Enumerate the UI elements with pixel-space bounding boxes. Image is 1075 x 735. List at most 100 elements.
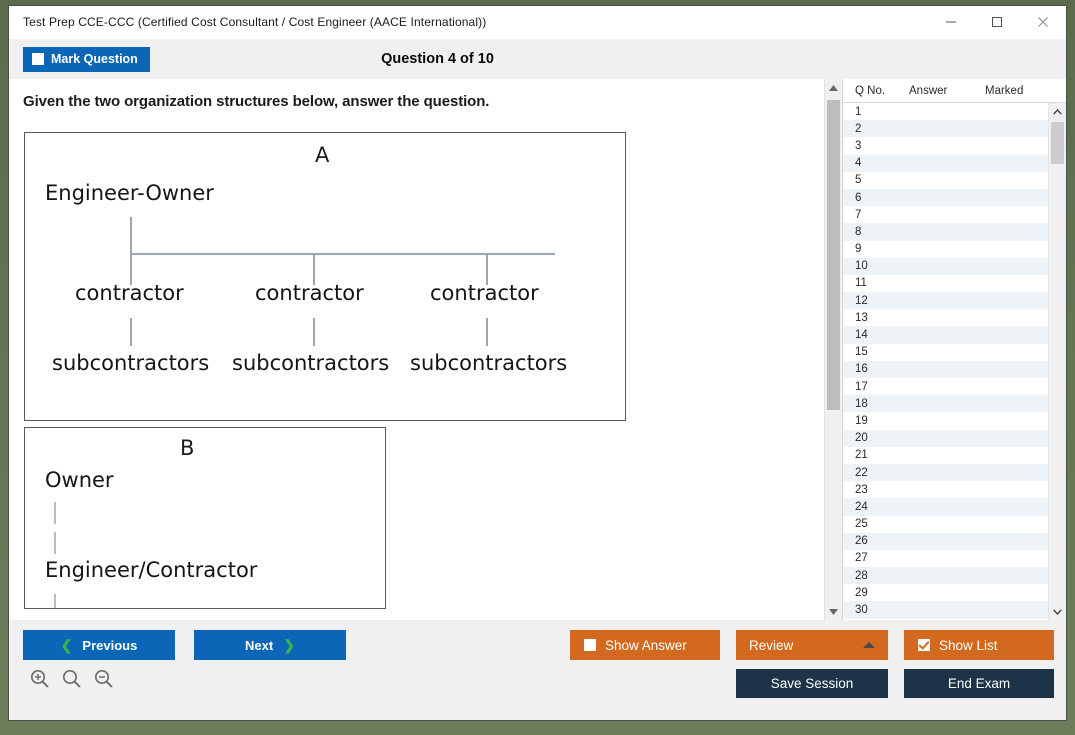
end-exam-label: End Exam bbox=[947, 676, 1011, 691]
table-row[interactable]: 29 bbox=[843, 584, 1048, 601]
review-dropdown[interactable]: Review bbox=[736, 630, 888, 660]
diagram-b-link-2 bbox=[54, 532, 56, 554]
cell-qno: 22 bbox=[855, 466, 868, 479]
table-row[interactable]: 8 bbox=[843, 223, 1048, 241]
cell-qno: 3 bbox=[855, 139, 862, 152]
caret-up-icon bbox=[863, 642, 875, 648]
body-split: Given the two organization structures be… bbox=[9, 79, 1066, 620]
table-row[interactable]: 25 bbox=[843, 516, 1048, 533]
minimize-button[interactable] bbox=[928, 6, 974, 38]
cell-qno: 14 bbox=[855, 329, 868, 342]
table-row[interactable]: 19 bbox=[843, 412, 1048, 429]
chevron-right-icon: ❯ bbox=[283, 637, 295, 653]
cell-qno: 26 bbox=[855, 535, 868, 548]
question-prompt: Given the two organization structures be… bbox=[23, 93, 490, 110]
table-row[interactable]: 10 bbox=[843, 257, 1048, 275]
list-scroll-thumb[interactable] bbox=[1051, 122, 1064, 164]
cell-qno: 11 bbox=[855, 277, 867, 290]
zoom-in-icon[interactable] bbox=[29, 668, 51, 690]
table-row[interactable]: 22 bbox=[843, 463, 1048, 482]
content-scroll-down-button[interactable] bbox=[825, 603, 842, 620]
table-row[interactable]: 14 bbox=[843, 326, 1048, 344]
table-row[interactable]: 18 bbox=[843, 395, 1048, 413]
table-row[interactable]: 23 bbox=[843, 481, 1048, 498]
chevron-up-icon bbox=[829, 84, 838, 91]
table-row[interactable]: 26 bbox=[843, 532, 1048, 550]
table-row[interactable]: 12 bbox=[843, 292, 1048, 310]
maximize-button[interactable] bbox=[974, 6, 1020, 38]
cell-qno: 12 bbox=[855, 294, 868, 307]
previous-button[interactable]: ❮ Previous bbox=[23, 630, 175, 660]
list-scroll-down-button[interactable] bbox=[1049, 603, 1066, 620]
mark-question-label: Mark Question bbox=[51, 52, 138, 66]
show-answer-checkbox-icon bbox=[584, 639, 596, 651]
content-scroll-track[interactable] bbox=[825, 96, 842, 603]
diagram-a-subdrop-1 bbox=[130, 318, 132, 346]
list-scroll-track[interactable] bbox=[1049, 120, 1066, 603]
show-answer-button[interactable]: Show Answer bbox=[570, 630, 720, 660]
table-row[interactable]: 4 bbox=[843, 154, 1048, 172]
table-row[interactable]: 13 bbox=[843, 309, 1048, 326]
mark-question-checkbox-icon bbox=[32, 53, 44, 65]
diagram-a-letter: A bbox=[315, 143, 330, 167]
table-row[interactable]: 28 bbox=[843, 567, 1048, 585]
toolbar: Mark Question Question 4 of 10 bbox=[9, 39, 1066, 79]
table-row[interactable]: 3 bbox=[843, 137, 1048, 154]
content-scrollbar[interactable] bbox=[824, 79, 842, 620]
cell-qno: 2 bbox=[855, 122, 862, 135]
table-row[interactable]: 24 bbox=[843, 498, 1048, 516]
table-row[interactable]: 9 bbox=[843, 241, 1048, 258]
table-row[interactable]: 20 bbox=[843, 429, 1048, 447]
diagram-a-grandchild-2: subcontractors bbox=[232, 351, 390, 375]
diagram-a-trunk-line bbox=[130, 217, 132, 255]
zoom-reset-icon[interactable] bbox=[61, 668, 83, 690]
show-list-button[interactable]: Show List bbox=[904, 630, 1054, 660]
question-list-scrollbar[interactable] bbox=[1048, 103, 1066, 620]
cell-qno: 18 bbox=[855, 397, 868, 410]
table-row[interactable]: 5 bbox=[843, 172, 1048, 189]
zoom-tools bbox=[29, 668, 115, 690]
save-session-label: Save Session bbox=[770, 676, 854, 691]
diagram-a-drop-1 bbox=[130, 253, 132, 285]
cell-qno: 21 bbox=[855, 449, 868, 462]
list-scroll-up-button[interactable] bbox=[1049, 103, 1066, 120]
diagram-a-subdrop-3 bbox=[486, 318, 488, 346]
cell-qno: 6 bbox=[855, 191, 862, 204]
cell-qno: 27 bbox=[855, 552, 868, 565]
zoom-out-icon[interactable] bbox=[93, 668, 115, 690]
table-row[interactable]: 16 bbox=[843, 360, 1048, 378]
cell-qno: 1 bbox=[855, 105, 862, 118]
table-row[interactable]: 1 bbox=[843, 103, 1048, 120]
show-answer-label: Show Answer bbox=[605, 637, 687, 653]
diagram-a: A Engineer-Owner contractor contractor c… bbox=[24, 132, 626, 421]
question-list-header: Q No. Answer Marked bbox=[843, 80, 1066, 103]
question-content-pane: Given the two organization structures be… bbox=[9, 79, 824, 620]
content-scroll-up-button[interactable] bbox=[825, 79, 842, 96]
cell-qno: 20 bbox=[855, 432, 868, 445]
table-row[interactable]: 2 bbox=[843, 120, 1048, 138]
mark-question-button[interactable]: Mark Question bbox=[23, 46, 150, 72]
table-row[interactable]: 11 bbox=[843, 275, 1048, 292]
table-row[interactable]: 27 bbox=[843, 550, 1048, 567]
review-label: Review bbox=[749, 637, 794, 653]
cell-qno: 30 bbox=[855, 604, 868, 617]
cell-qno: 29 bbox=[855, 586, 868, 599]
table-row[interactable]: 30 bbox=[843, 601, 1048, 619]
column-header-qno: Q No. bbox=[855, 85, 886, 97]
diagram-a-grandchild-3: subcontractors bbox=[410, 351, 568, 375]
table-row[interactable]: 15 bbox=[843, 344, 1048, 361]
diagram-a-drop-3 bbox=[486, 253, 488, 285]
table-row[interactable]: 17 bbox=[843, 378, 1048, 395]
table-row[interactable]: 21 bbox=[843, 447, 1048, 464]
save-session-button[interactable]: Save Session bbox=[736, 669, 888, 698]
end-exam-button[interactable]: End Exam bbox=[904, 669, 1054, 698]
close-button[interactable] bbox=[1020, 6, 1066, 38]
cell-qno: 23 bbox=[855, 483, 868, 496]
next-button[interactable]: Next ❯ bbox=[194, 630, 346, 660]
content-scroll-thumb[interactable] bbox=[827, 100, 840, 410]
table-row[interactable]: 7 bbox=[843, 206, 1048, 223]
table-row[interactable]: 6 bbox=[843, 188, 1048, 207]
